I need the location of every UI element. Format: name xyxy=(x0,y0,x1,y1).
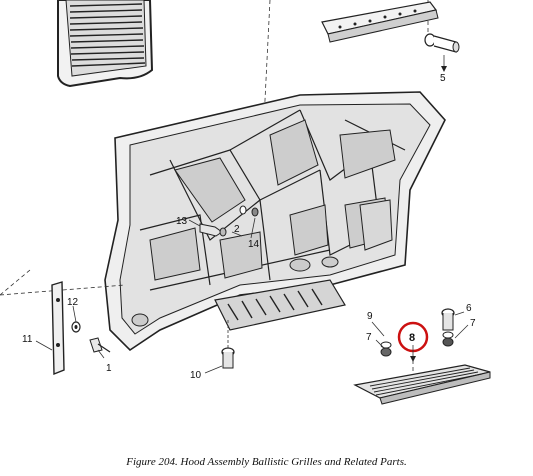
callout-7-left: 7 xyxy=(366,332,372,343)
callout-7-right: 7 xyxy=(470,318,476,329)
bolt-13-nut-14 xyxy=(199,205,259,237)
callout-9: 9 xyxy=(367,311,373,322)
upper-right-bracket xyxy=(321,1,439,43)
callout-2: 2 xyxy=(234,224,240,235)
left-bracket-11 xyxy=(0,269,126,376)
callout-12: 12 xyxy=(67,297,79,308)
washer-12-and-bolt-1 xyxy=(71,321,111,353)
callout-leaders xyxy=(35,217,469,374)
callout-6: 6 xyxy=(466,303,472,314)
callout-1: 1 xyxy=(106,363,112,374)
hood-frame xyxy=(104,91,446,352)
bolt-5 xyxy=(424,33,460,72)
bolt-10 xyxy=(221,320,235,369)
callout-10: 10 xyxy=(190,370,202,381)
lower-frame-grille-slots xyxy=(214,279,346,331)
hardware-6-7-9 xyxy=(380,308,455,357)
lower-grille-panel-8 xyxy=(353,364,491,405)
callout-13: 13 xyxy=(176,216,188,227)
figure-caption: Figure 204. Hood Assembly Ballistic Gril… xyxy=(126,456,407,468)
callout-11: 11 xyxy=(22,334,33,345)
callout-8: 8 xyxy=(409,332,415,344)
callout-5: 5 xyxy=(440,73,446,84)
upper-grille xyxy=(57,0,154,88)
callout-14: 14 xyxy=(248,239,260,250)
